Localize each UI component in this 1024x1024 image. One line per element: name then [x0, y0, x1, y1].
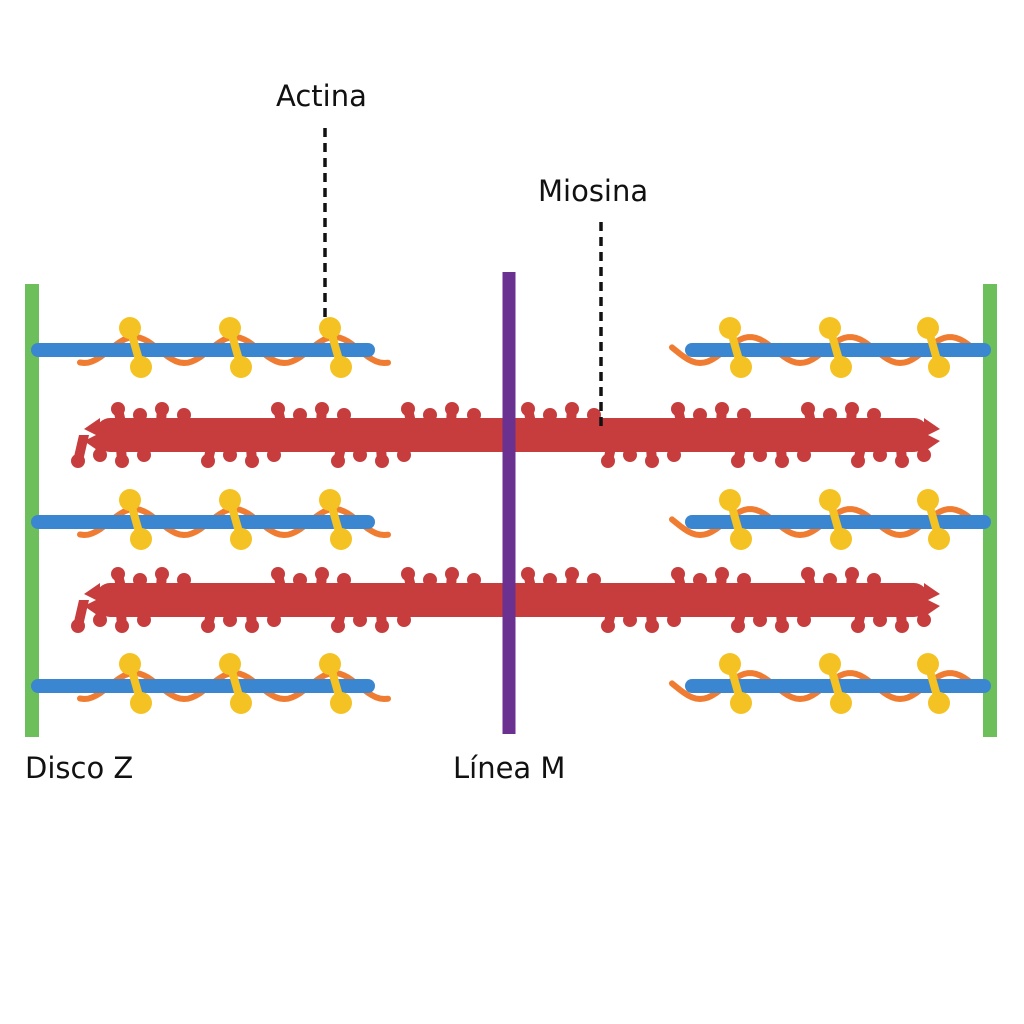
myosin-head-cluster — [731, 600, 811, 633]
myosin-head-cluster — [71, 435, 151, 468]
myosin-head-cluster — [601, 600, 681, 633]
troponin-complex — [219, 317, 252, 378]
myosin-head-cluster — [331, 435, 411, 468]
myosin-head-cluster — [671, 402, 751, 435]
myosin-head-cluster — [801, 567, 881, 600]
troponin-complex — [319, 653, 352, 714]
actin-filaments — [31, 317, 991, 714]
myosin-head-cluster — [271, 567, 351, 600]
myosin-head-cluster — [671, 567, 751, 600]
myosin-label: Miosina — [538, 174, 648, 208]
myosin-head-cluster — [521, 402, 601, 435]
myosin-head-cluster — [521, 567, 601, 600]
troponin-complex — [917, 489, 950, 550]
actin-filament — [669, 317, 991, 378]
myosin-head-cluster — [801, 402, 881, 435]
troponin-complex — [119, 653, 152, 714]
troponin-complex — [719, 317, 752, 378]
actin-filament — [669, 653, 991, 714]
troponin-complex — [119, 489, 152, 550]
troponin-complex — [219, 489, 252, 550]
myosin-head-cluster — [401, 567, 481, 600]
myosin-head-cluster — [201, 600, 281, 633]
actin-filament — [669, 489, 991, 550]
troponin-complex — [319, 489, 352, 550]
troponin-complex — [119, 317, 152, 378]
myosin-head-cluster — [201, 435, 281, 468]
troponin-complex — [719, 653, 752, 714]
myosin-head-cluster — [851, 600, 931, 633]
troponin-complex — [219, 653, 252, 714]
myosin-head-cluster — [271, 402, 351, 435]
troponin-complex — [319, 317, 352, 378]
z-discs — [25, 284, 997, 737]
z-disc-label: Disco Z — [25, 751, 133, 785]
myosin-head-cluster — [601, 435, 681, 468]
troponin-complex — [917, 317, 950, 378]
m-line-label: Línea M — [453, 751, 565, 785]
actin-label: Actina — [276, 79, 367, 113]
actin-filament — [31, 317, 391, 378]
troponin-complex — [819, 489, 852, 550]
myosin-head-cluster — [111, 402, 191, 435]
troponin-complex — [719, 489, 752, 550]
myosin-head-cluster — [401, 402, 481, 435]
troponin-complex — [819, 653, 852, 714]
troponin-complex — [819, 317, 852, 378]
actin-filament — [31, 489, 391, 550]
myosin-head-cluster — [111, 567, 191, 600]
myosin-head-cluster — [71, 600, 151, 633]
actin-filament — [31, 653, 391, 714]
myosin-head-cluster — [331, 600, 411, 633]
troponin-complex — [917, 653, 950, 714]
myosin-head-cluster — [731, 435, 811, 468]
myosin-head-cluster — [851, 435, 931, 468]
